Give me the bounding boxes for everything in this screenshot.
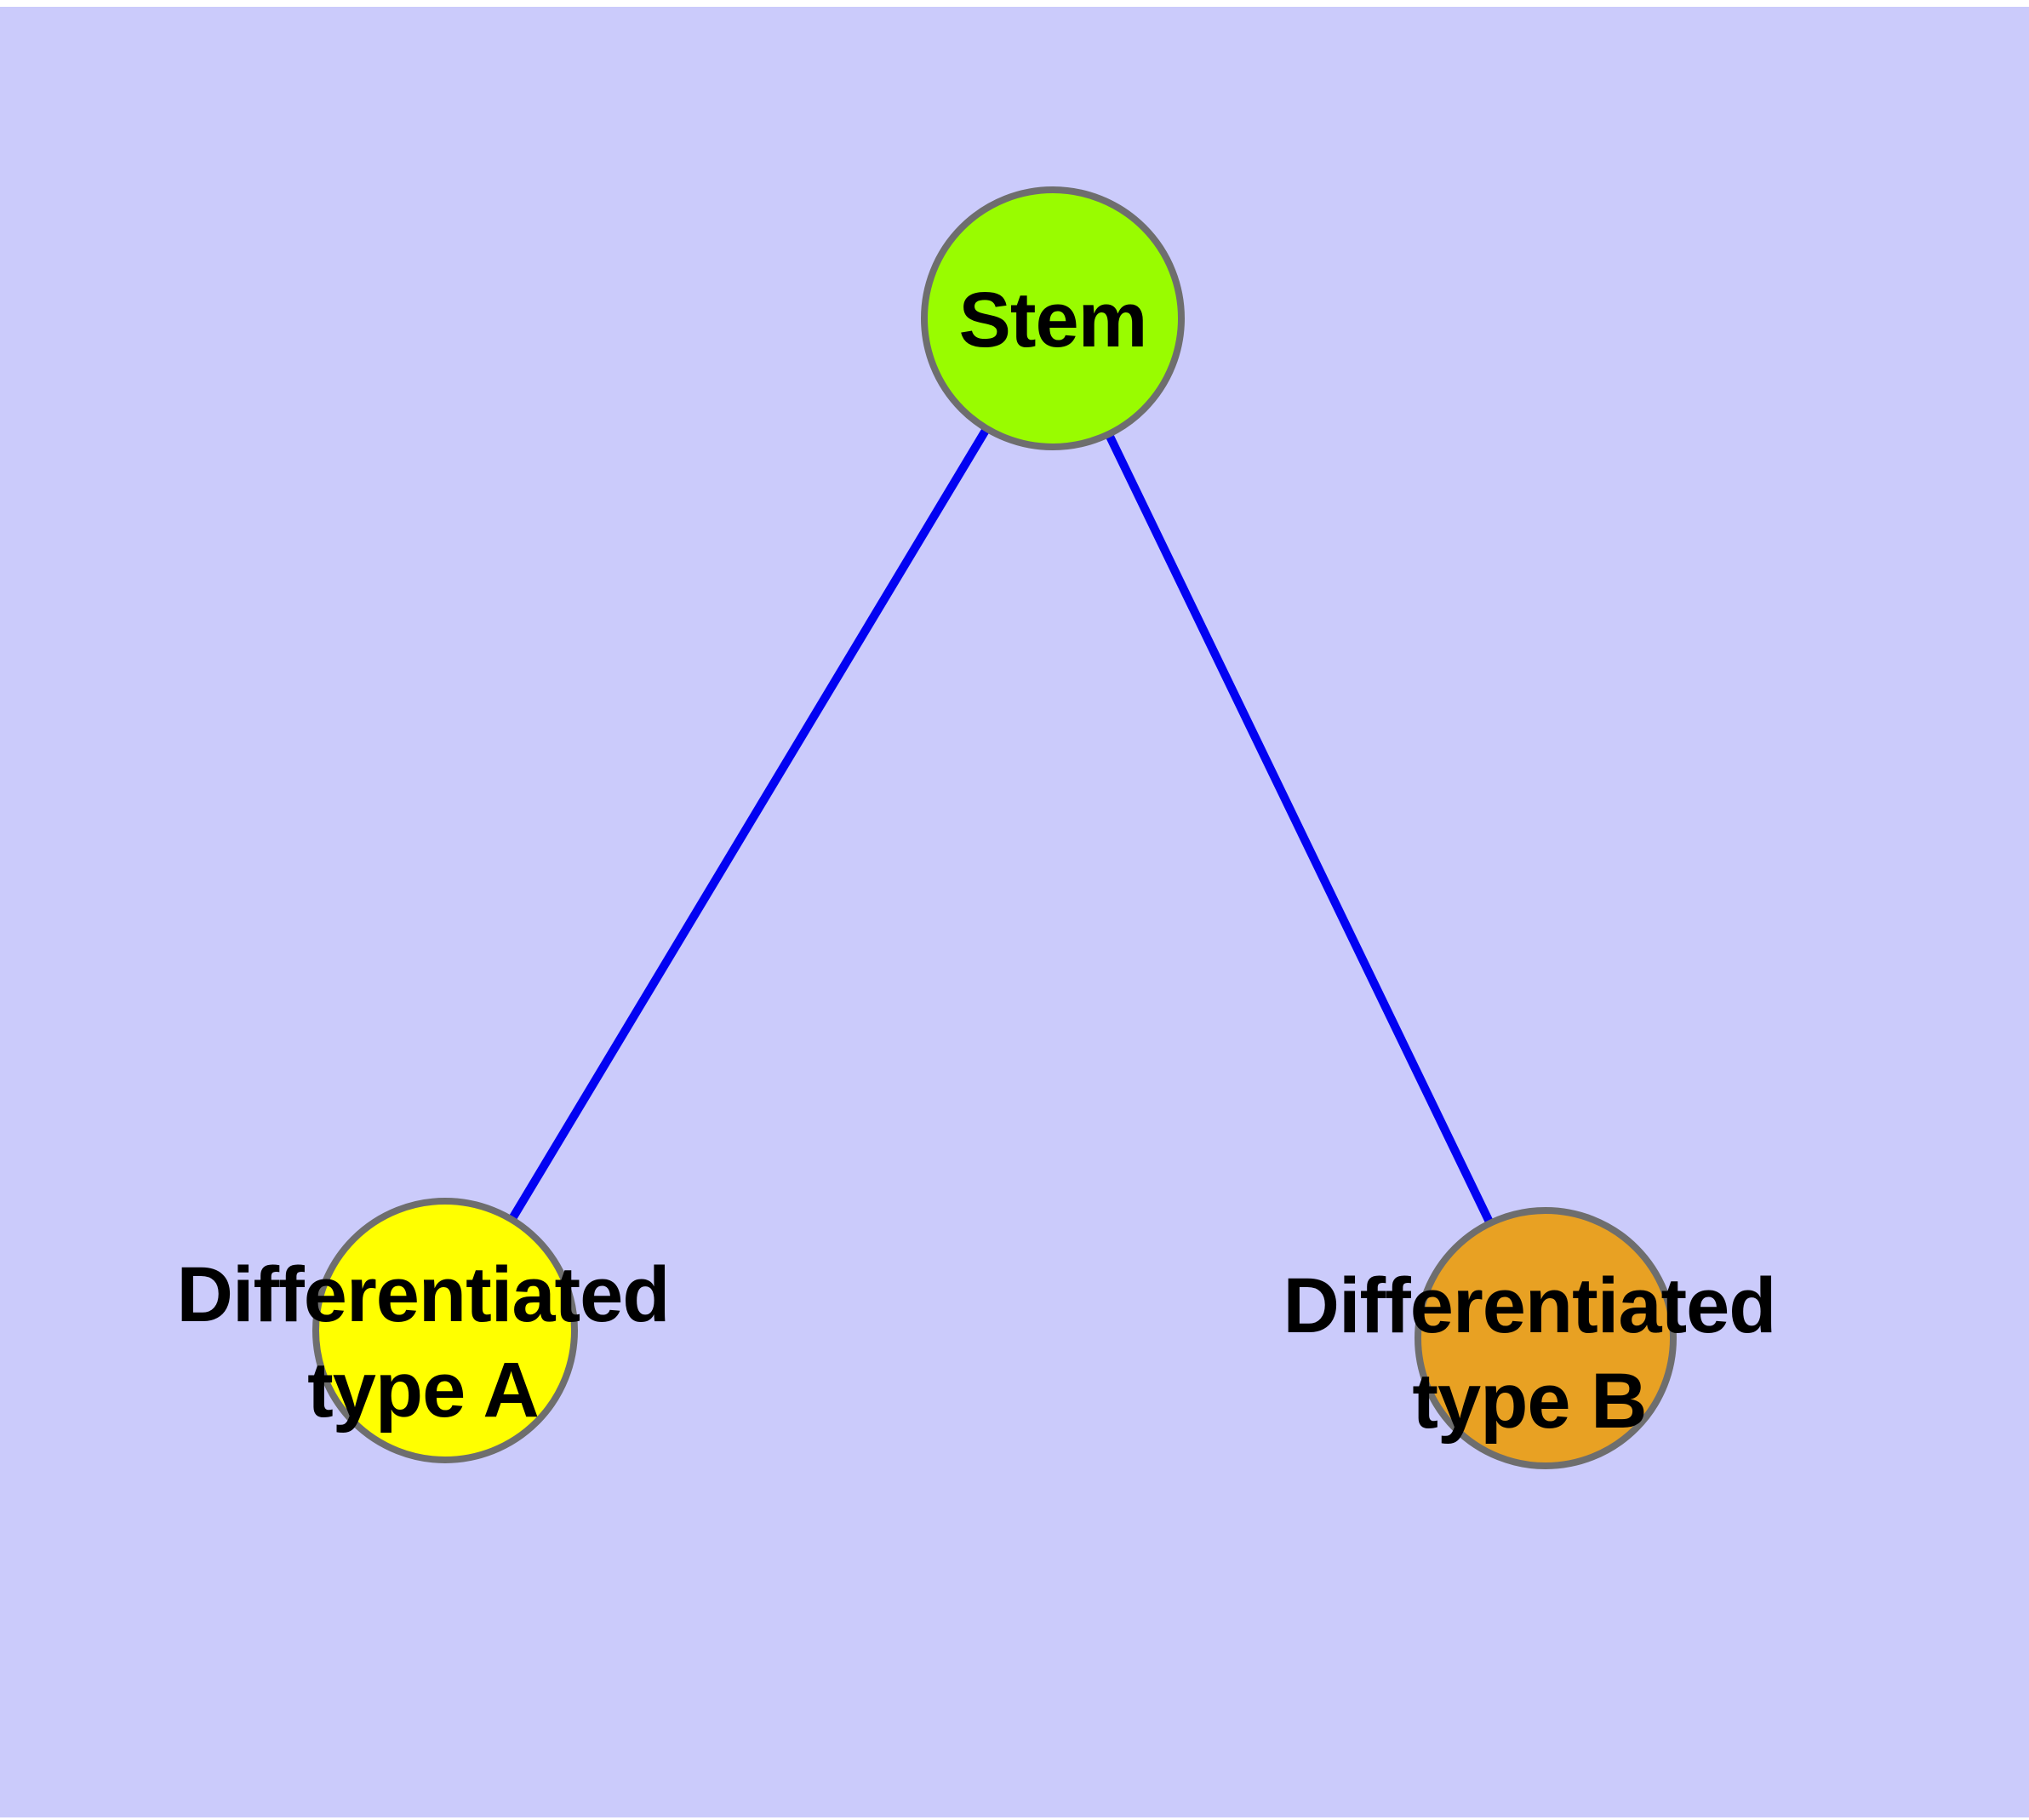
node-circle-diff-b[interactable] (1415, 1207, 1677, 1469)
edge-stem-diff-b[interactable] (1049, 316, 1550, 1341)
canvas-top-border (0, 0, 2029, 7)
node-circle-stem[interactable] (921, 186, 1185, 450)
edge-stem-diff-a[interactable] (441, 316, 1057, 1333)
node-circle-diff-a[interactable] (312, 1198, 578, 1463)
canvas-bottom-border (0, 1817, 2029, 1820)
